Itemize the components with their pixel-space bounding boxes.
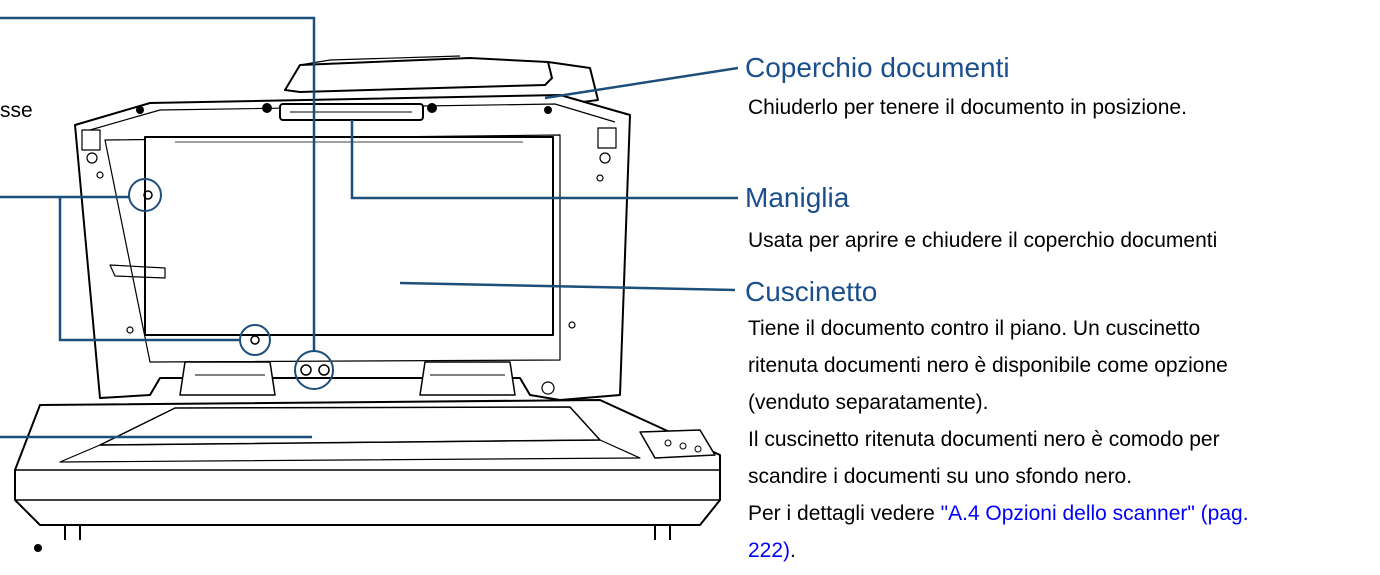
reference-suffix: . <box>790 539 796 562</box>
left-fragment-text: sse <box>0 99 33 122</box>
reference-prefix: Per i dettagli vedere <box>748 502 941 525</box>
leader-maniglia <box>350 120 738 200</box>
adf-unit <box>284 57 553 93</box>
leader-left-circles <box>0 195 240 342</box>
maniglia-title: Maniglia <box>745 182 850 213</box>
cuscinetto-line-3: (venduto separatamente). <box>748 391 989 414</box>
callout-circle-upper-left <box>128 178 162 212</box>
coperchio-title: Coperchio documenti <box>745 52 1010 83</box>
cushion-pad <box>144 136 554 336</box>
document-glass <box>99 406 601 446</box>
cuscinetto-title: Cuscinetto <box>745 276 878 307</box>
reference-link-part-1[interactable]: "A.4 Opzioni dello scanner" (pag. <box>940 502 1249 525</box>
cuscinetto-line-5: scandire i documenti su uno sfondo nero. <box>748 465 1133 488</box>
coperchio-description: Chiuderlo per tenere il documento in pos… <box>748 96 1187 119</box>
cuscinetto-reference-line: Per i dettagli vedere "A.4 Opzioni dello… <box>748 501 1249 527</box>
cuscinetto-line-1: Tiene il documento contro il piano. Un c… <box>748 317 1201 340</box>
maniglia-description: Usata per aprire e chiudere il coperchio… <box>748 229 1218 252</box>
reference-link-part-2[interactable]: 222) <box>748 539 791 562</box>
cuscinetto-line-2: ritenuta documenti nero è disponibile co… <box>748 354 1228 377</box>
leader-cuscinetto <box>399 281 736 292</box>
leader-coperchio <box>544 66 739 100</box>
cuscinetto-reference-line-2: 222). <box>748 538 796 564</box>
leader-top-left <box>0 16 316 352</box>
cuscinetto-line-4: Il cuscinetto ritenuta documenti nero è … <box>748 428 1220 451</box>
